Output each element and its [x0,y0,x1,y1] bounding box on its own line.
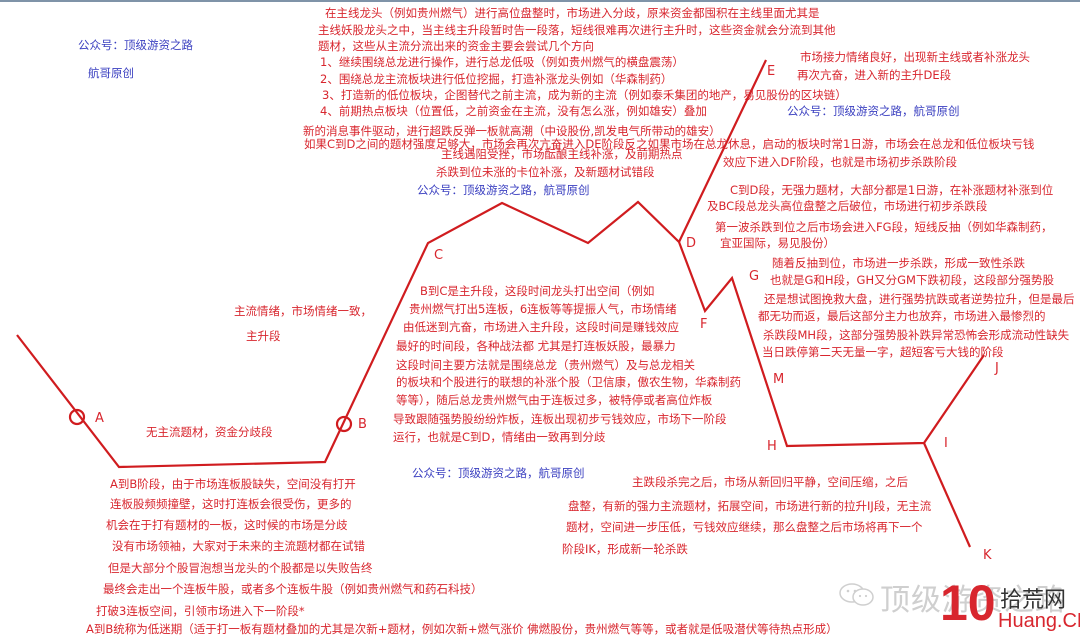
ab-line-4: 没有市场领袖，大家对于未来的主流题材都在试错 [112,539,365,553]
ab-line-5: 但是大部分个股冒泡想当龙头的个股都是以失败告终 [108,561,373,575]
credit-author: 航哥原创 [88,66,134,80]
wechat-watermark-text: 顶级游资之路 [880,583,1066,618]
point-label-h: H [767,439,777,454]
bc-line-5: 这段时间主要方法就是围绕总龙（贵州燃气）及与总龙相关 [396,358,695,372]
ab-line-8: A到B统称为低迷期（适于打一板有题材叠加的尤其是次新+题材，例如次新+燃气涨价 … [86,622,838,636]
point-label-j: J [995,361,999,376]
top-line-4: 1、继续围绕总龙进行操作，进行总龙低吸（例如贵州燃气的横盘震荡） [320,55,684,69]
bc-line-8: 导致跟随强势股纷纷炸板，连板出现初步亏钱效应，市场下一阶段 [393,412,727,426]
gh-note-line-2: 也就是G和H段，GH又分GM下跌初段，这段部分强势股 [770,273,1054,287]
point-label-e: E [767,64,776,79]
bc-line-4: 最好的时间段，各种战法都 尤其是打连板妖股，最暴力 [396,339,676,353]
bc-line-9: 运行，也就是C到D，情绪由一致再到分歧 [393,430,606,444]
top-line-2: 主线妖股龙头之中，当主线主升段暂时告一段落，短线很难再次进行主升时，这些资金就会… [318,23,836,37]
ab-divergence-label: 无主流题材，资金分歧段 [146,425,273,439]
top-line-5: 2、围绕总龙主流板块进行低位挖掘，打造补涨龙头例如（华森制药） [320,72,673,86]
top-line-6: 3、打造新的低位板块，企图替代之前主流，成为新的主流（例如泰禾集团的地产，易见股… [322,88,847,102]
cd-overlap-line-3: 效应下进入DF阶段，也就是市场初步杀跌阶段 [723,155,957,169]
bc-line-1: B到C是主升段，这段时间龙头打出空间（例如 [420,284,655,298]
point-label-k: K [983,548,992,563]
point-label-d: D [686,236,697,251]
cd-note-line-2: 及BC段总龙头高位盘整之后破位，市场进行初步杀跌段 [707,199,988,213]
ijk-line-1: 主跌段杀完之后，市场从新回归平静，空间压缩，之后 [632,475,908,489]
site-logo-en: Huang.CN [998,610,1080,632]
fg-note-line-1: 第一波杀跌到位之后市场会进入FG段，短线反抽（例如华森制药， [715,220,1053,234]
cd-note-line-1: C到D段，无强力题材，大部分都是1日游，在补涨题材补涨到位 [730,183,1054,197]
wechat-icon [839,583,874,606]
top-line-1: 在主线龙头（例如贵州燃气）进行高位盘整时，市场进入分歧，原来资金都囤积在主线里面… [325,6,820,20]
bc-line-6: 的板块和个股进行的联想的补涨个股（卫信康，傲农生物，华森制药 [396,375,741,389]
ab-line-6: 最终会走出一个连板牛股，或者多个连板牛股（例如贵州燃气和药石科技） [103,582,483,596]
credit-account: 公众号：顶级游资之路 [78,38,193,52]
point-label-m: M [773,372,785,387]
cd-overlap-line-4: 杀跌到位未涨的卡位补涨，及新题材试错段 [436,165,655,179]
point-label-a: A [95,411,104,426]
top-line-8: 新的消息事件驱动，进行超跌反弹一板就高潮（中设股份,凯发电气所带动的雄安） [303,124,721,138]
gh-note-line-1: 随着反抽到位，市场进一步杀跌，形成一致性杀跌 [772,256,1025,270]
gh-note-line-6: 当日跌停第二天无量一字，超短客亏大钱的阶段 [762,345,1004,359]
fg-note-line-2: 宜亚国际，易见股份） [720,236,835,250]
ab-line-7: 打破3连板空间，引领市场进入下一阶段* [96,604,305,618]
bc-line-3: 由低迷到亢奋，市场进入主升段，这段时间是赚钱效应 [403,320,679,334]
point-a-marker [68,408,86,426]
point-label-b: B [358,417,367,432]
ab-line-3: 机会在于打有题材的一板，这时候的市场是分歧 [106,518,348,532]
point-label-c: C [434,248,444,263]
gh-note-line-5: 杀跌段MH段，这部分强势股补跌异常恐怖会形成流动性缺失 [763,328,1070,342]
credit-combined-bottom: 公众号：顶级游资之路，航哥原创 [412,466,585,480]
site-logo-cn: 拾荒网 [1000,588,1067,613]
gh-note-line-3: 还是想试图挽救大盘，进行强势抗跌或者逆势拉升，但是最后 [764,292,1075,306]
ik-fall-line [922,442,972,548]
main-rise-note-line-2: 主升段 [246,329,281,343]
ijk-line-2: 盘整，有新的强力主流题材，拓展空间，市场进行新的拉升IJ段，无主流 [568,499,932,513]
ijk-line-3: 题材，空间进一步压低，亏钱效应继续，那么盘整之后市场将再下一个 [566,520,923,534]
point-label-f: F [700,317,708,332]
de-rise-line [678,59,767,243]
point-label-g: G [749,269,760,284]
credit-combined-middle: 公众号：顶级游资之路，航哥原创 [417,183,590,197]
ab-line-1: A到B阶段，由于市场连板股缺失，空间没有打开 [110,477,356,491]
credit-combined-top-right: 公众号：顶级游资之路，航哥原创 [787,104,960,118]
top-border [0,0,1080,2]
point-label-i: I [944,436,948,451]
de-note-line-2: 再次亢奋，进入新的主升DE段 [797,68,952,82]
bc-line-7: 等等），随后总龙贵州燃气由于连板过多，被特停或者高位炸板 [396,393,713,407]
de-note-line-1: 市场接力情绪良好，出现新主线或者补涨龙头 [800,50,1030,64]
ijk-line-4: 阶段IK，形成新一轮杀跌 [562,542,688,556]
main-rise-note-line-1: 主流情绪，市场情绪一致， [234,304,372,318]
ab-line-2: 连板股频频撞壁，这时打连板会很受伤，更多的 [110,497,352,511]
bc-line-2: 贵州燃气打出5连板，6连板等等提振人气，市场情绪 [409,302,677,316]
top-line-7: 4、前期热点板块（位置低，之前资金在主流，没有怎么涨，例如雄安）叠加 [320,104,707,118]
top-line-3: 题材，这些从主流分流出来的资金主要会尝试几个方向 [318,39,594,53]
cd-overlap-line-1: 如果C到D之间的题材强度足够大，市场会再次亢奋进入DE阶段反之如果市场在总龙休息… [304,137,1035,151]
gh-note-line-4: 都无功而返，最后这部分主力也放弃，市场进入最惨烈的 [758,309,1046,323]
point-b-marker [335,415,353,433]
site-logo-number: 10 [940,575,996,631]
main-trend-line [16,200,985,469]
cd-overlap-line-2: 主线遇阻受挫，市场酝酿主线补涨，及前期热点 [441,147,683,161]
